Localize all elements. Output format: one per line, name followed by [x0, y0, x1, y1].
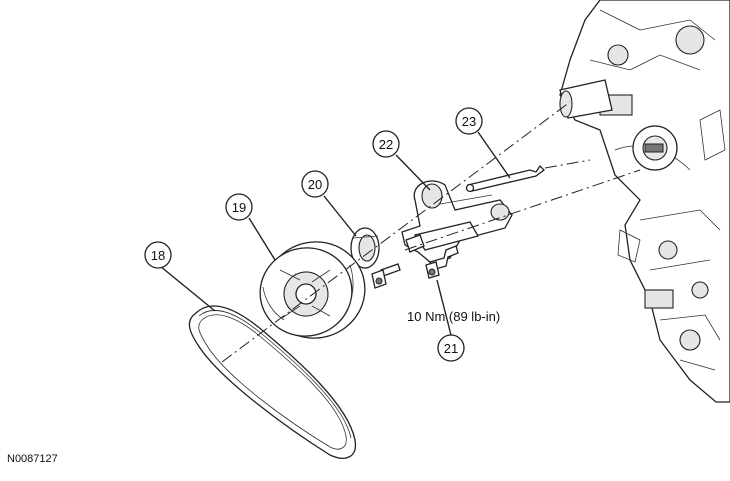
callout-21: 21	[437, 334, 465, 362]
torque-spec-label: 10 Nm (89 lb-in)	[407, 309, 500, 324]
assembly-centerline	[221, 101, 571, 363]
callout-23: 23	[455, 107, 483, 135]
callout-18: 18	[144, 241, 172, 269]
tube-centerline	[544, 159, 591, 169]
drive-belt-part-18	[188, 305, 357, 459]
pulley-part-19	[259, 241, 366, 339]
callout-21-label: 21	[444, 341, 458, 356]
bracket-centerline	[404, 169, 641, 251]
bolt-21	[425, 245, 459, 279]
callout-23-label: 23	[462, 114, 476, 129]
callout-20-label: 20	[308, 177, 322, 192]
callout-19: 19	[225, 193, 253, 221]
tube-part-23	[465, 164, 545, 193]
bolt-left	[371, 263, 401, 289]
callout-22: 22	[372, 130, 400, 158]
callout-18-label: 18	[151, 248, 165, 263]
callout-20: 20	[301, 170, 329, 198]
callout-22-label: 22	[379, 137, 393, 152]
figure-id-label: N0087127	[7, 453, 58, 465]
leader-lines	[159, 131, 511, 336]
seal-part-20	[350, 227, 380, 269]
engine-block	[559, 0, 730, 403]
callout-19-label: 19	[232, 200, 246, 215]
